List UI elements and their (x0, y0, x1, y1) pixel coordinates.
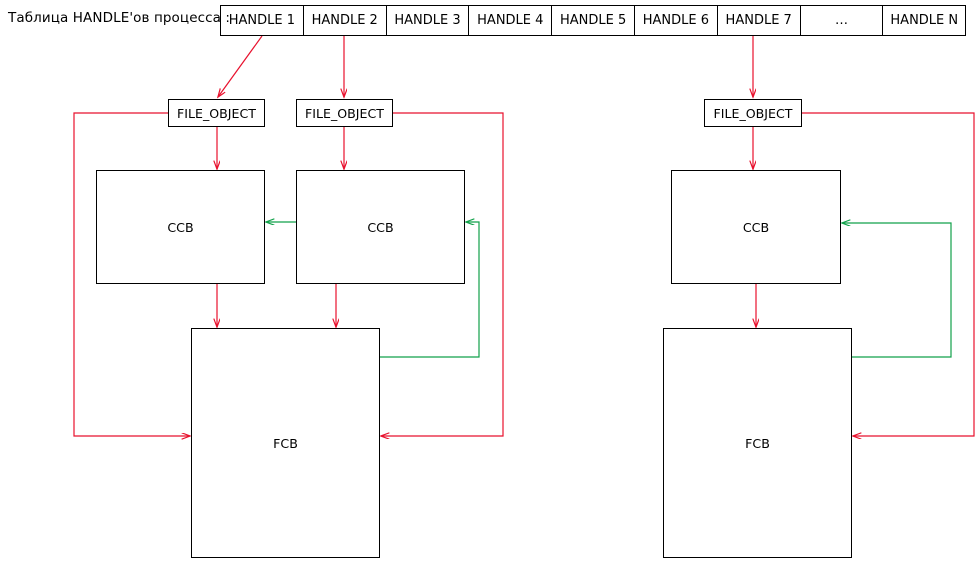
edge-fcb2-to-ccb3 (842, 223, 952, 358)
handle-cell-2[interactable]: HANDLE 2 (304, 6, 387, 35)
ccb-node-1[interactable]: CCB (96, 170, 265, 284)
handle-cell-5[interactable]: HANDLE 5 (552, 6, 635, 35)
handle-cell-4[interactable]: HANDLE 4 (469, 6, 553, 35)
file-object-node-1[interactable]: FILE_OBJECT (168, 99, 265, 127)
fcb-node-1[interactable]: FCB (191, 328, 380, 558)
edge-handle1-to-fileobject1 (218, 35, 263, 97)
page-title: Таблица HANDLE'ов процесса : (8, 10, 231, 26)
handle-cell-1[interactable]: HANDLE 1 (221, 6, 304, 35)
handle-cell-3[interactable]: HANDLE 3 (387, 6, 470, 35)
handle-cell-ellipsis: … (801, 6, 884, 35)
ccb-node-2[interactable]: CCB (296, 170, 465, 284)
handle-cell-7[interactable]: HANDLE 7 (718, 6, 801, 35)
file-object-node-3[interactable]: FILE_OBJECT (704, 99, 802, 127)
fcb-node-2[interactable]: FCB (663, 328, 852, 558)
edge-fcb1-to-ccb2 (380, 222, 480, 358)
edge-fileobject3-to-fcb2 (801, 112, 975, 436)
handle-cell-6[interactable]: HANDLE 6 (635, 6, 718, 35)
file-object-node-2[interactable]: FILE_OBJECT (296, 99, 393, 127)
process-handle-table: HANDLE 1 HANDLE 2 HANDLE 3 HANDLE 4 HAND… (220, 5, 967, 36)
handle-cell-n[interactable]: HANDLE N (883, 6, 967, 35)
ccb-node-3[interactable]: CCB (671, 170, 841, 284)
edge-fileobject2-to-fcb1 (381, 112, 504, 436)
edge-fileobject1-to-fcb1 (73, 112, 190, 436)
